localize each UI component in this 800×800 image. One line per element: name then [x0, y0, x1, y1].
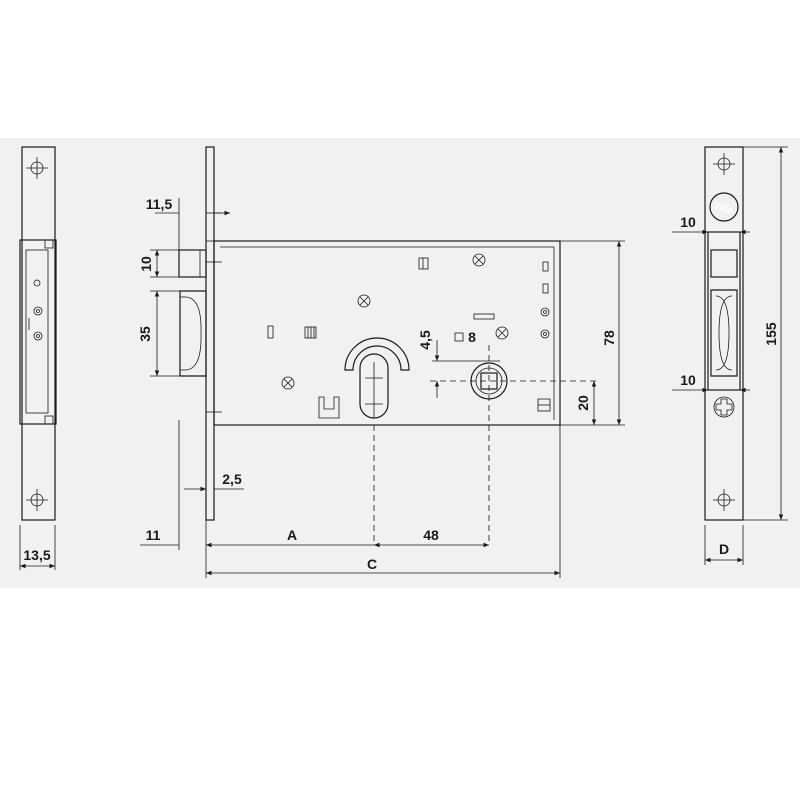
screw-icon — [281, 376, 295, 390]
dim-square-spindle: 8 — [468, 329, 476, 345]
dim-backset-offset: 11 — [146, 527, 161, 543]
case-screw-icon — [33, 306, 43, 316]
dim-front-thickness: 13,5 — [23, 547, 50, 563]
latch-bolt — [178, 249, 207, 278]
dim-strike-latch-gap: 10 — [680, 214, 696, 230]
brand-logo: Yale — [709, 192, 739, 222]
rivet-icon — [540, 329, 550, 339]
phillips-screw-icon — [713, 396, 735, 418]
dim-backset: A — [287, 527, 297, 543]
dim-strike-depth: D — [719, 541, 729, 557]
square-spindle-icon — [454, 332, 464, 342]
dim-faceplate-thickness: 2,5 — [222, 471, 242, 487]
bottom-screw-hole-icon — [713, 489, 735, 511]
brand-logo-text: Yale — [712, 200, 735, 217]
rivet-icon — [540, 307, 550, 317]
dim-deadbolt-height: 35 — [137, 326, 153, 342]
bottom-screw-hole-icon — [26, 489, 48, 511]
cylinder-cutout — [344, 337, 410, 419]
faceplate-front-view — [19, 146, 57, 521]
case-screw-icon — [33, 331, 43, 341]
dim-latch-offset: 11,5 — [146, 196, 173, 212]
dim-strike-height: 155 — [763, 322, 779, 346]
dim-case-height: 78 — [601, 330, 617, 346]
dim-strike-bolt-gap: 10 — [680, 372, 696, 388]
top-screw-hole-icon — [713, 153, 735, 175]
dim-spindle-to-bottom: 20 — [575, 395, 591, 411]
screw-icon — [495, 326, 509, 340]
dim-spindle-offset: 4,5 — [417, 330, 433, 350]
dim-case-width: C — [367, 556, 377, 572]
screw-icon — [472, 253, 486, 267]
lock-body-side-view — [178, 146, 561, 521]
dim-latch-height: 10 — [138, 256, 154, 272]
dead-bolt — [179, 290, 207, 377]
screw-icon — [357, 294, 371, 308]
strike-plate-view: Yale — [704, 146, 744, 521]
dim-center-distance: 48 — [423, 527, 439, 543]
top-screw-hole-icon — [26, 157, 48, 179]
